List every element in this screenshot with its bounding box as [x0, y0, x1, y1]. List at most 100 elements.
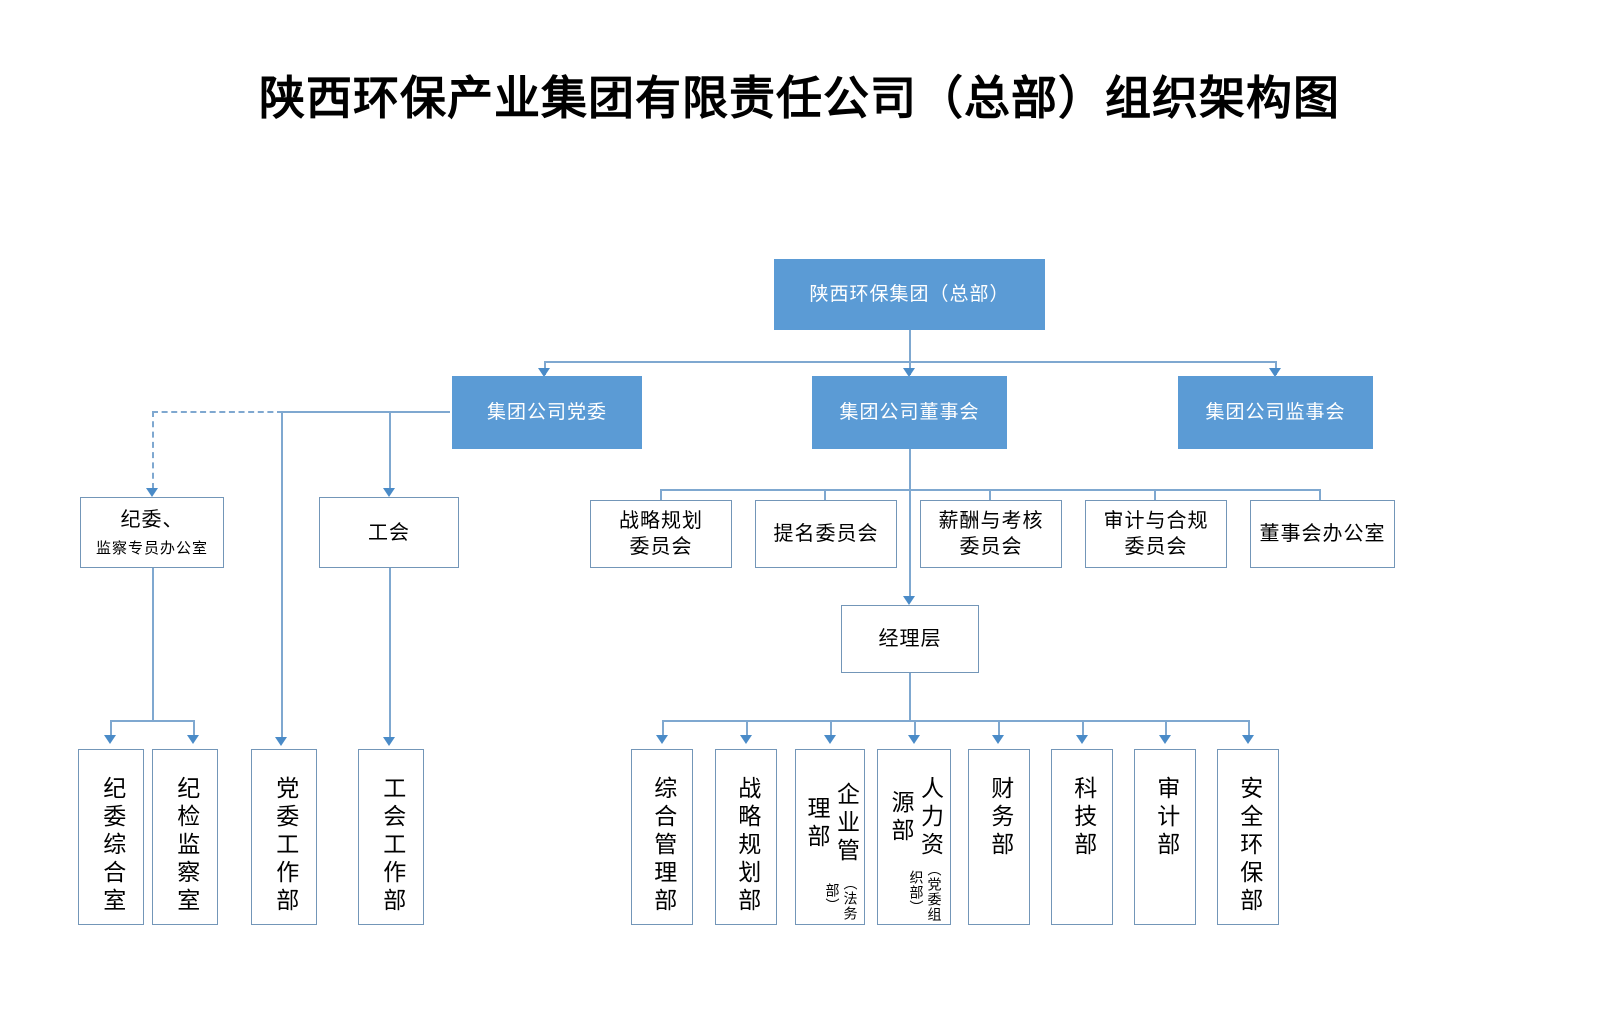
node-dept-human-resources-label: 人力资源部 [887, 776, 943, 861]
node-discipline-inspection-office-label: 纪检监察室 [172, 776, 199, 916]
connector-dashed-vertical [152, 411, 154, 489]
arrow-to-union-work-dept [383, 737, 395, 746]
node-dept-strategic-planning-label: 战略规划部 [733, 776, 760, 916]
node-labor-union[interactable]: 工会 [319, 497, 459, 568]
arrow-to-dept-2 [740, 735, 752, 744]
node-dept-safety-environment-label: 安全环保部 [1235, 776, 1262, 916]
connector-committee-drop-1 [660, 489, 662, 501]
connector-party-to-union [389, 411, 391, 489]
arrow-to-union [383, 488, 395, 497]
connector-dept-drop-1 [662, 720, 664, 736]
arrow-to-management [903, 596, 915, 605]
node-dept-enterprise-management-sublabel: （法务部） [823, 875, 858, 921]
node-committee-nomination[interactable]: 提名委员会 [755, 500, 897, 568]
node-dept-safety-environment[interactable]: 安全环保部 [1217, 749, 1279, 925]
node-dept-technology-wrap: 科技部 [1067, 750, 1096, 924]
connector-committee-drop-5 [1319, 489, 1321, 501]
node-board-of-supervisors[interactable]: 集团公司监事会 [1178, 376, 1373, 449]
node-dept-safety-environment-wrap: 安全环保部 [1233, 750, 1262, 924]
arrow-to-dept-4 [908, 735, 920, 744]
node-discipline-inspection-office[interactable]: 纪检监察室 [152, 749, 218, 925]
arrow-to-dept-7 [1159, 735, 1171, 744]
connector-committee-drop-4 [1154, 489, 1156, 501]
node-dept-general-management[interactable]: 综合管理部 [631, 749, 693, 925]
node-party-committee[interactable]: 集团公司党委 [452, 376, 642, 449]
node-board-office[interactable]: 董事会办公室 [1250, 500, 1395, 568]
arrow-to-discipline-office [146, 488, 158, 497]
node-dept-general-management-wrap: 综合管理部 [647, 750, 676, 924]
connector-discipline-drop-left [110, 720, 112, 736]
connector-dept-drop-4 [914, 720, 916, 736]
node-party-committee-label: 集团公司党委 [486, 401, 607, 424]
node-dept-finance[interactable]: 财务部 [968, 749, 1030, 925]
node-discipline-office[interactable]: 纪委、 监察专员办公室 [80, 497, 224, 568]
connector-dept-drop-8 [1248, 720, 1250, 736]
connector-discipline-bus [110, 720, 194, 722]
connector-root-stem [909, 330, 911, 362]
node-dept-finance-label: 财务部 [986, 776, 1013, 860]
node-dept-audit-wrap: 审计部 [1150, 750, 1179, 924]
node-committee-compensation-line2: 委员会 [959, 534, 1023, 558]
node-party-work-dept-wrap: 党委工作部 [269, 750, 298, 924]
node-dept-enterprise-management-wrap: 企业管理部 （法务部） [801, 750, 860, 924]
connector-dashed-horizontal [152, 411, 283, 413]
connector-dept-drop-3 [830, 720, 832, 736]
node-root-label: 陕西环保集团（总部） [809, 283, 1010, 306]
connector-dept-drop-6 [1082, 720, 1084, 736]
node-discipline-inspection-office-wrap: 纪检监察室 [170, 750, 199, 924]
connector-discipline-stem [152, 568, 154, 721]
node-committee-strategy-line2: 委员会 [629, 534, 693, 558]
arrow-to-dept-6 [1076, 735, 1088, 744]
node-board-office-line1: 董事会办公室 [1259, 521, 1386, 546]
node-discipline-office-label: 纪委、 [120, 506, 184, 531]
node-union-work-dept-label: 工会工作部 [378, 776, 405, 916]
node-management-layer[interactable]: 经理层 [841, 605, 979, 673]
connector-party-left-bus [281, 411, 450, 413]
connector-departments-bus [662, 720, 1248, 722]
connector-board-to-management [909, 489, 911, 597]
connector-dept-drop-2 [746, 720, 748, 736]
connector-board-stem [909, 449, 911, 490]
connector-union-to-union-work-dept [389, 568, 391, 738]
node-board-of-directors[interactable]: 集团公司董事会 [812, 376, 1007, 449]
node-discipline-general-office[interactable]: 纪委综合室 [78, 749, 144, 925]
node-union-work-dept[interactable]: 工会工作部 [358, 749, 424, 925]
node-committee-strategy[interactable]: 战略规划 委员会 [590, 500, 732, 568]
node-party-work-dept-label: 党委工作部 [271, 776, 298, 916]
arrow-to-supervisory-board [1269, 368, 1281, 377]
node-dept-technology[interactable]: 科技部 [1051, 749, 1113, 925]
node-dept-human-resources[interactable]: 人力资源部 （党委组织部） [877, 749, 951, 925]
node-committee-audit-compliance-line1: 审计与合规 [1103, 508, 1209, 533]
node-union-work-dept-wrap: 工会工作部 [376, 750, 405, 924]
node-committee-compensation[interactable]: 薪酬与考核 委员会 [920, 500, 1062, 568]
arrow-to-party-committee [538, 368, 550, 377]
node-dept-technology-label: 科技部 [1069, 776, 1096, 860]
connector-discipline-drop-right [193, 720, 195, 736]
arrow-to-dept-8 [1242, 735, 1254, 744]
node-committee-compensation-line1: 薪酬与考核 [938, 508, 1044, 533]
arrow-to-discipline-general-office [104, 735, 116, 744]
arrow-to-dept-3 [824, 735, 836, 744]
node-dept-enterprise-management[interactable]: 企业管理部 （法务部） [795, 749, 865, 925]
node-committee-nomination-line1: 提名委员会 [773, 521, 879, 546]
arrow-to-dept-5 [992, 735, 1004, 744]
node-dept-enterprise-management-label: 企业管理部 [803, 782, 859, 867]
connector-party-to-party-work-dept [281, 411, 283, 738]
arrow-to-board [903, 368, 915, 377]
node-dept-strategic-planning[interactable]: 战略规划部 [715, 749, 777, 925]
node-committee-audit-compliance[interactable]: 审计与合规 委员会 [1085, 500, 1227, 568]
node-board-of-supervisors-label: 集团公司监事会 [1205, 401, 1346, 424]
page-title: 陕西环保产业集团有限责任公司（总部）组织架构图 [259, 71, 1340, 125]
node-discipline-general-office-wrap: 纪委综合室 [96, 750, 125, 924]
node-party-work-dept[interactable]: 党委工作部 [251, 749, 317, 925]
node-dept-human-resources-wrap: 人力资源部 （党委组织部） [885, 750, 944, 924]
arrow-to-party-work-dept [275, 737, 287, 746]
connector-dept-drop-7 [1165, 720, 1167, 736]
node-root-group[interactable]: 陕西环保集团（总部） [774, 259, 1045, 330]
node-board-of-directors-label: 集团公司董事会 [839, 401, 980, 424]
node-dept-finance-wrap: 财务部 [984, 750, 1013, 924]
node-dept-audit-label: 审计部 [1152, 776, 1179, 860]
connector-management-stem [909, 673, 911, 721]
node-dept-audit[interactable]: 审计部 [1134, 749, 1196, 925]
